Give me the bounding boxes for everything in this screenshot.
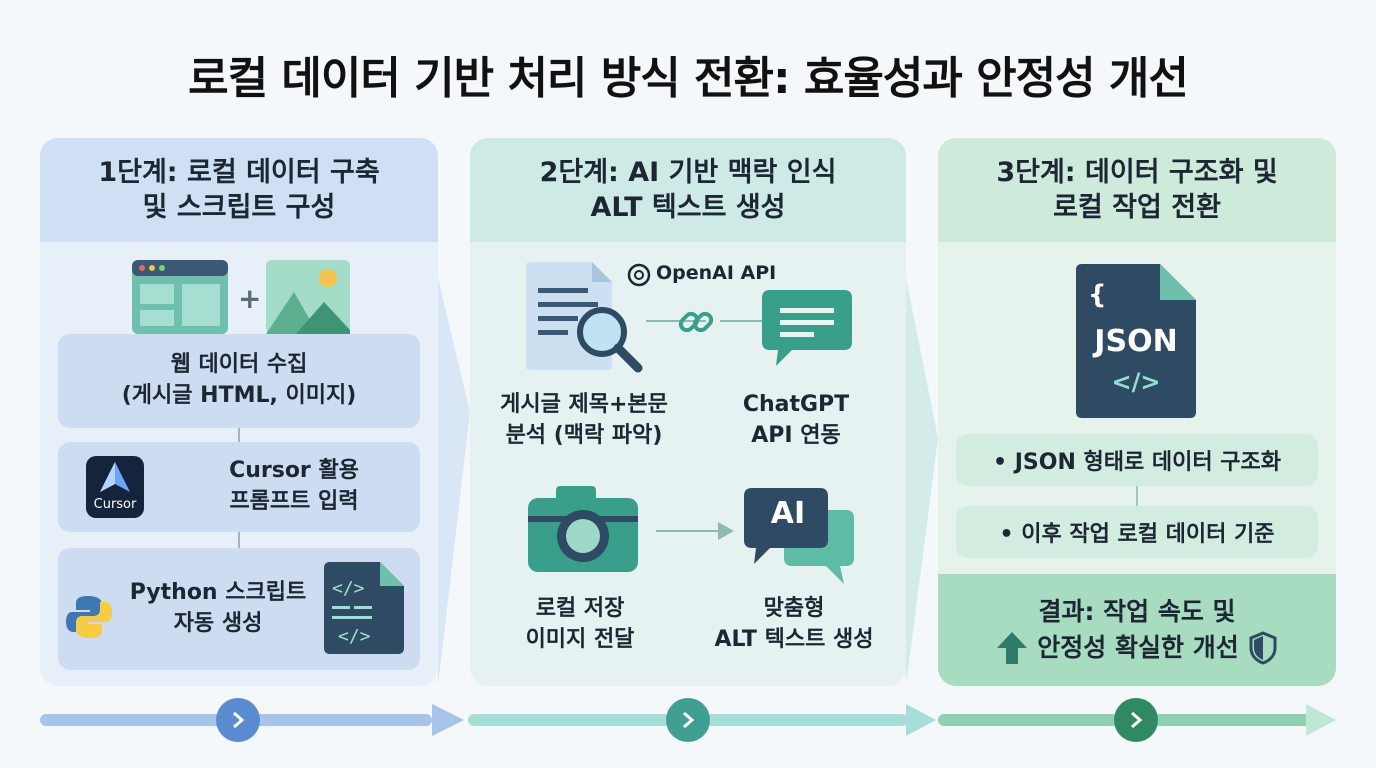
json-label: JSON <box>1094 324 1178 359</box>
chevron-right-icon <box>1114 698 1158 742</box>
step2-label-alt: 맞춤형 ALT 텍스트 생성 <box>714 596 874 652</box>
ai-chat-icon <box>744 488 854 584</box>
svg-text:</>: </> <box>332 578 365 599</box>
chevron-right-glyph <box>233 711 245 729</box>
cursor-logo-text: Cursor <box>93 497 137 512</box>
openai-logo-icon <box>627 263 651 287</box>
json-code-tag: </> <box>1111 368 1161 396</box>
connector-line <box>720 320 764 322</box>
json-file-icon: { JSON </> <box>1076 264 1196 418</box>
page-title: 로컬 데이터 기반 처리 방식 전환: 효율성과 안정성 개선 <box>188 53 1189 104</box>
link-icon <box>678 311 714 333</box>
camera-icon <box>528 486 638 572</box>
up-arrow-icon <box>997 632 1028 665</box>
step3-panel: 3단계: 데이터 구조화 및 로컬 작업 전환 { JSON </> • JSO… <box>938 138 1336 686</box>
step3-bullet-local: • 이후 작업 로컬 데이터 기준 <box>956 506 1318 558</box>
json-file-shape <box>1076 264 1196 418</box>
cursor-logo-icon: Cursor <box>86 456 144 518</box>
result-line1: 결과: 작업 속도 및 <box>1038 596 1236 626</box>
connector-line <box>656 530 726 532</box>
step3-bullet-structure: • JSON 형태로 데이터 구조화 <box>956 434 1318 486</box>
shield-icon <box>1249 631 1277 665</box>
connector-line <box>238 428 240 442</box>
arrow-right-icon <box>718 522 734 540</box>
web-page-icon <box>132 260 228 334</box>
step1-box-collect: 웹 데이터 수집 (게시글 HTML, 이미지) <box>58 334 420 428</box>
step2-label-analysis: 게시글 제목+본문 분석 (맥락 파악) <box>500 392 668 448</box>
step2-panel: 2단계: AI 기반 맥락 인식 ALT 텍스트 생성 OpenAI API 게… <box>470 138 906 686</box>
step3-result: 결과: 작업 속도 및 안정성 확실한 개선 <box>938 574 1336 686</box>
chevron-right-icon <box>216 698 260 742</box>
plus-sign: + <box>238 282 262 315</box>
json-brace: { <box>1088 280 1107 310</box>
document-search-icon <box>526 262 643 373</box>
step1-box-cursor-label: Cursor 활용 프롬프트 입력 <box>229 458 359 514</box>
code-file-icon: </> </> <box>324 562 404 654</box>
step3-heading: 3단계: 데이터 구조화 및 로컬 작업 전환 <box>938 138 1336 242</box>
chevron-right-icon <box>666 698 710 742</box>
connector-line <box>646 320 706 322</box>
result-line2: 안정성 확실한 개선 <box>1037 633 1239 662</box>
ai-badge: AI <box>770 496 806 531</box>
python-logo-icon <box>66 596 112 638</box>
openai-api-label: OpenAI API <box>656 262 777 284</box>
chevron-arrow-1 <box>438 278 470 686</box>
connector-line <box>1136 486 1138 506</box>
step1-panel: 1단계: 로컬 데이터 구축 및 스크립트 구성 + 웹 데이터 수집 (게시글… <box>40 138 438 686</box>
step2-label-chatgpt: ChatGPT API 연동 <box>742 392 850 448</box>
step2-heading: 2단계: AI 기반 맥락 인식 ALT 텍스트 생성 <box>470 138 906 242</box>
chevron-right-glyph <box>683 711 695 729</box>
chevron-right-glyph <box>1131 711 1143 729</box>
svg-text:</>: </> <box>338 626 371 647</box>
connector-line <box>238 532 240 548</box>
step1-heading: 1단계: 로컬 데이터 구축 및 스크립트 구성 <box>40 138 438 242</box>
step1-box-python-label: Python 스크립트 자동 생성 <box>129 580 307 636</box>
chevron-arrow-2 <box>906 278 938 686</box>
cursor-triangle-icon <box>100 462 130 492</box>
result-row: 안정성 확실한 개선 <box>997 630 1277 666</box>
chat-bubble-icon <box>762 290 852 366</box>
image-icon <box>266 260 350 334</box>
step2-label-image: 로컬 저장 이미지 전달 <box>525 596 635 652</box>
